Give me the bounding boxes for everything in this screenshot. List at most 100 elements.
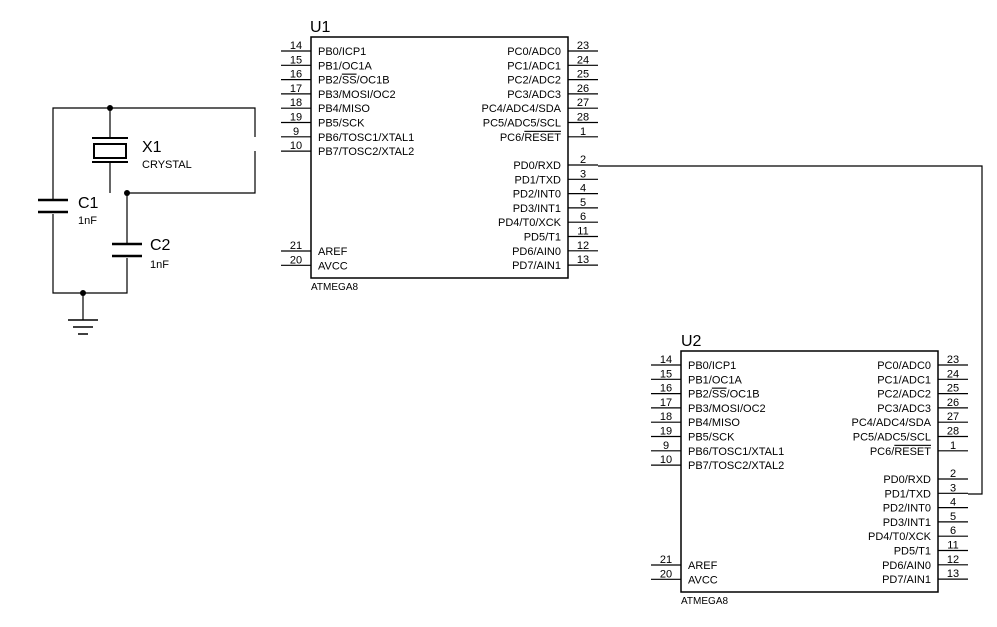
u1-pin-number: 6	[580, 211, 586, 223]
u2-pin-number: 23	[947, 354, 959, 366]
u1-pin-name: PD5/T1	[524, 232, 561, 244]
u1-pin-number: 2	[580, 154, 586, 166]
u2-pin-name: PC5/ADC5/SCL	[853, 432, 931, 444]
u1-pin-name: PD0/RXD	[513, 160, 561, 172]
u2-pin-number: 15	[660, 368, 672, 380]
u2-pin-name: PC1/ADC1	[877, 374, 931, 386]
u2-pin-name: PC0/ADC0	[877, 360, 931, 372]
u2-pin-name: PB7/TOSC2/XTAL2	[688, 460, 784, 472]
u1-pin-name: PB0/ICP1	[318, 46, 366, 58]
u2-pin-name: PC2/ADC2	[877, 389, 931, 401]
crystal-body	[93, 143, 127, 159]
u1-pin-number: 9	[293, 126, 299, 138]
u2-pin-number: 18	[660, 411, 672, 423]
u2-pin-number: 14	[660, 354, 672, 366]
u2-pin-name: PB6/TOSC1/XTAL1	[688, 446, 784, 458]
u2-pin-number: 27	[947, 411, 959, 423]
u2-pin-number: 1	[950, 440, 956, 452]
u2-pin-name: PB1/OC1A	[688, 374, 742, 386]
u1-pin-number: 12	[577, 240, 589, 252]
u1-pin-number: 23	[577, 40, 589, 52]
x1-value: CRYSTAL	[142, 159, 192, 171]
u2-pin-number: 20	[660, 568, 672, 580]
wire-ground-net[interactable]	[52, 214, 128, 294]
u2-pin-name: AREF	[688, 560, 718, 572]
u1-pin-name: PB7/TOSC2/XTAL2	[318, 146, 414, 158]
u1-pin-name: PC5/ADC5/SCL	[483, 118, 561, 130]
wire-xtal1-net[interactable]	[52, 107, 256, 200]
u1-pin-number: 27	[577, 97, 589, 109]
u2-pin-name: PD6/AIN0	[882, 560, 931, 572]
u1-pin-number: 1	[580, 126, 586, 138]
u2-pin-number: 21	[660, 554, 672, 566]
u2-part-label: ATMEGA8	[681, 596, 728, 607]
u1-pin-number: 19	[290, 112, 302, 124]
u1-part-label: ATMEGA8	[311, 282, 358, 293]
crystal-x1[interactable]: X1 CRYSTAL	[92, 137, 192, 171]
u2-pin-number: 26	[947, 397, 959, 409]
u1-pin-name: PD2/INT0	[513, 189, 561, 201]
junctions	[80, 105, 130, 296]
u1-body[interactable]	[310, 36, 569, 279]
c1-value: 1nF	[78, 215, 97, 227]
u1-pin-name: PB5/SCK	[318, 118, 365, 130]
u1-pin-number: 28	[577, 112, 589, 124]
u2-pin-name: PB3/MOSI/OC2	[688, 403, 766, 415]
u2-pin-name: PD1/TXD	[885, 488, 932, 500]
u2-pin-number: 11	[947, 540, 958, 552]
u1-pin-number: 20	[290, 254, 302, 266]
u1-pin-number: 14	[290, 40, 302, 52]
capacitor-c1[interactable]: C1 1nF	[38, 195, 99, 227]
u2-body[interactable]	[680, 350, 939, 593]
u2-pin-name: PD7/AIN1	[882, 574, 931, 586]
u2-pin-number: 9	[663, 440, 669, 452]
u2-pin-number: 28	[947, 426, 959, 438]
u1-pin-name: PC6/RESET	[500, 132, 561, 144]
u1-pin-number: 16	[290, 69, 302, 81]
u1-pin-number: 10	[290, 140, 302, 152]
u1-pin-name: PC3/ADC3	[507, 89, 561, 101]
u1-pin-number: 26	[577, 83, 589, 95]
wires	[52, 107, 983, 495]
u2-pin-name: PB0/ICP1	[688, 360, 736, 372]
u1-pin-name: PB6/TOSC1/XTAL1	[318, 132, 414, 144]
u1-pin-name: PC1/ADC1	[507, 60, 561, 72]
u1-pin-number: 4	[580, 183, 586, 195]
u2-pin-number: 24	[947, 368, 959, 380]
u1-pin-name: PB3/MOSI/OC2	[318, 89, 396, 101]
u1-pin-name: AVCC	[318, 260, 348, 272]
c1-refdes: C1	[78, 195, 99, 212]
u1-pin-number: 18	[290, 97, 302, 109]
c2-refdes: C2	[150, 237, 171, 254]
u1-pin-name: PC2/ADC2	[507, 75, 561, 87]
u1-pin-number: 24	[577, 54, 589, 66]
u1-pin-number: 11	[577, 226, 588, 238]
u2-pin-number: 12	[947, 554, 959, 566]
u1-pin-number: 13	[577, 254, 589, 266]
u2-pin-number: 19	[660, 426, 672, 438]
u2-pin-number: 3	[950, 482, 956, 494]
u1-pin-number: 25	[577, 69, 589, 81]
u1-pin-name: PC4/ADC4/SDA	[482, 103, 562, 115]
u1-pin-name: PD3/INT1	[513, 203, 561, 215]
u1-pin-number: 21	[290, 240, 302, 252]
junction-dot	[124, 190, 130, 196]
u2-pin-name: PD5/T1	[894, 546, 931, 558]
capacitor-c2[interactable]: C2 1nF	[112, 237, 171, 271]
u1-pin-name: PC0/ADC0	[507, 46, 561, 58]
u2-pin-name: PD0/RXD	[883, 474, 931, 486]
u2-pin-name: PD3/INT1	[883, 517, 931, 529]
wire-xtal2-net[interactable]	[126, 151, 256, 244]
u2-pin-number: 13	[947, 568, 959, 580]
wire-uart-link[interactable]	[598, 165, 983, 495]
u2-pin-number: 16	[660, 383, 672, 395]
u2-pin-number: 10	[660, 454, 672, 466]
u1-pin-number: 5	[580, 197, 586, 209]
x1-refdes: X1	[142, 139, 162, 156]
u2-pin-name: PC3/ADC3	[877, 403, 931, 415]
u1-pin-number: 3	[580, 168, 586, 180]
